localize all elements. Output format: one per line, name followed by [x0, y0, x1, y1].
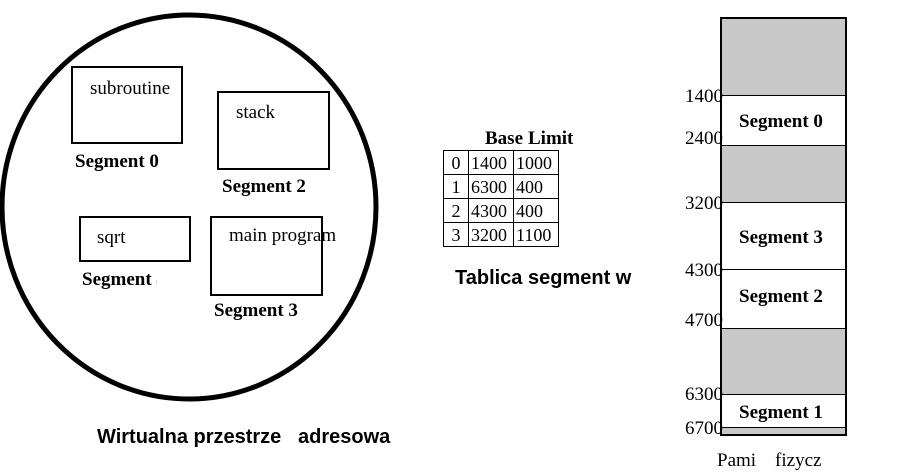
- sqrt-segment-label: Segment 4: [82, 269, 166, 290]
- table-row: 1 6300 400: [443, 174, 559, 199]
- address-label: 4300: [685, 260, 723, 281]
- row-base: 6300: [468, 174, 514, 199]
- physical-memory-caption: Pami fizycz: [717, 450, 822, 471]
- row-base: 4300: [468, 198, 514, 223]
- address-label: 4700: [685, 310, 723, 331]
- virtual-space-caption: Wirtualna przestrze adresowa: [97, 426, 391, 448]
- base-header: Base: [485, 128, 523, 149]
- row-index: 3: [443, 222, 469, 247]
- stack-segment-label: Segment 2: [222, 176, 306, 197]
- subroutine-segment-label: Segment 0: [75, 151, 159, 172]
- limit-header: Limit: [528, 128, 574, 149]
- sqrt-box: [79, 216, 191, 262]
- main-program-segment-label: Segment 3: [214, 300, 298, 321]
- sqrt-label: sqrt: [97, 227, 126, 248]
- stack-label: stack: [236, 102, 276, 123]
- row-base: 3200: [468, 222, 514, 247]
- row-index: 0: [443, 150, 469, 175]
- address-label: 6300: [685, 384, 723, 405]
- row-index: 1: [443, 174, 469, 199]
- main-program-box: [210, 216, 323, 296]
- memory-block-segment-2: [722, 270, 845, 329]
- row-limit: 400: [513, 174, 559, 199]
- row-limit: 1100: [513, 222, 559, 247]
- virtual-address-space-ellipse: [0, 12, 379, 402]
- address-label: 1400: [685, 86, 723, 107]
- table-row: 3 3200 1100: [443, 222, 559, 247]
- row-limit: 1000: [513, 150, 559, 175]
- memory-block-segment-1: [722, 395, 845, 428]
- subroutine-box: [71, 66, 183, 144]
- memory-block-used: [722, 329, 845, 395]
- table-row: 0 1400 1000: [443, 150, 559, 175]
- memory-block-segment-3: [722, 203, 845, 270]
- stack-box: [217, 91, 330, 170]
- memory-segment-1-label: Segment 1: [739, 402, 823, 423]
- table-row: 2 4300 400: [443, 198, 559, 223]
- address-label: 3200: [685, 193, 723, 214]
- row-index: 2: [443, 198, 469, 223]
- segment-table: 0 1400 1000 1 6300 400 2 4300 400 3 3200…: [443, 150, 559, 247]
- main-program-label: main program: [229, 225, 337, 246]
- memory-segment-2-label: Segment 2: [739, 286, 823, 307]
- memory-block-used: [722, 428, 845, 434]
- memory-segment-3-label: Segment 3: [739, 227, 823, 248]
- memory-block-used: [722, 146, 845, 203]
- subroutine-label: subroutine: [90, 78, 171, 99]
- physical-memory-column: [720, 17, 847, 436]
- memory-segment-0-label: Segment 0: [739, 111, 823, 132]
- address-label: 6700: [685, 418, 723, 439]
- memory-block-segment-0: [722, 96, 845, 146]
- address-label: 2400: [685, 128, 723, 149]
- memory-block-used: [722, 19, 845, 96]
- segment-table-caption: Tablica segment w: [455, 267, 632, 289]
- row-base: 1400: [468, 150, 514, 175]
- row-limit: 400: [513, 198, 559, 223]
